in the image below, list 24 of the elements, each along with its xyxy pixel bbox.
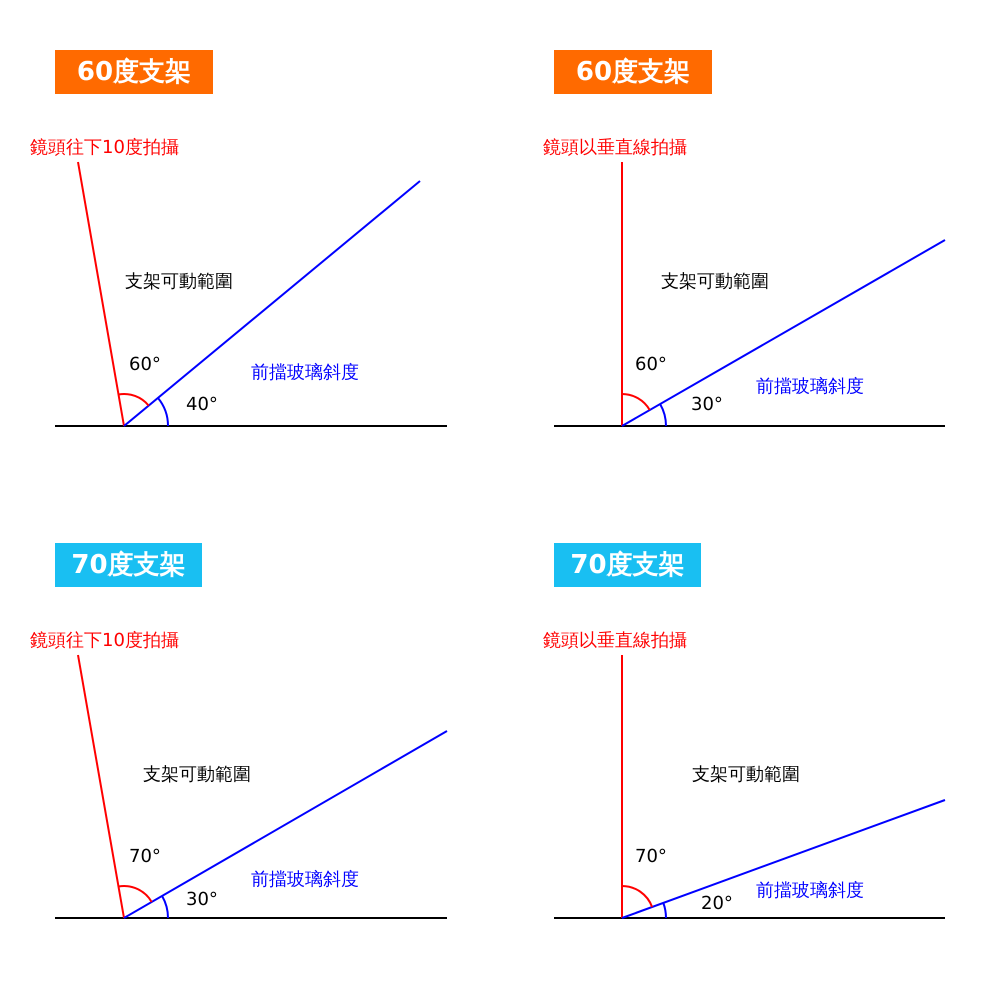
angle-label: 60° — [635, 354, 667, 376]
title-badge: 70度支架 — [554, 543, 701, 587]
camera-angle-label: 鏡頭往下10度拍攝 — [30, 630, 179, 652]
title-badge: 70度支架 — [55, 543, 202, 587]
windshield-slope-label: 前擋玻璃斜度 — [756, 376, 864, 398]
title-badge: 60度支架 — [554, 50, 712, 94]
range-label: 支架可動範圍 — [692, 764, 800, 786]
angle-label: 40° — [186, 394, 218, 416]
range-label: 支架可動範圍 — [125, 271, 233, 293]
camera-angle-label: 鏡頭以垂直線拍攝 — [543, 630, 687, 652]
angle-label: 70° — [635, 846, 667, 868]
angle-label: 20° — [701, 893, 733, 915]
range-label: 支架可動範圍 — [143, 764, 251, 786]
windshield-slope-label: 前擋玻璃斜度 — [251, 869, 359, 891]
windshield-slope-label: 前擋玻璃斜度 — [756, 880, 864, 902]
camera-angle-label: 鏡頭往下10度拍攝 — [30, 137, 179, 159]
angle-label: 60° — [129, 354, 161, 376]
camera-angle-label: 鏡頭以垂直線拍攝 — [543, 137, 687, 159]
angle-label: 70° — [129, 846, 161, 868]
windshield-slope-label: 前擋玻璃斜度 — [251, 362, 359, 384]
range-label: 支架可動範圍 — [661, 271, 769, 293]
title-badge: 60度支架 — [55, 50, 213, 94]
angle-label: 30° — [186, 889, 218, 911]
angle-label: 30° — [691, 394, 723, 416]
